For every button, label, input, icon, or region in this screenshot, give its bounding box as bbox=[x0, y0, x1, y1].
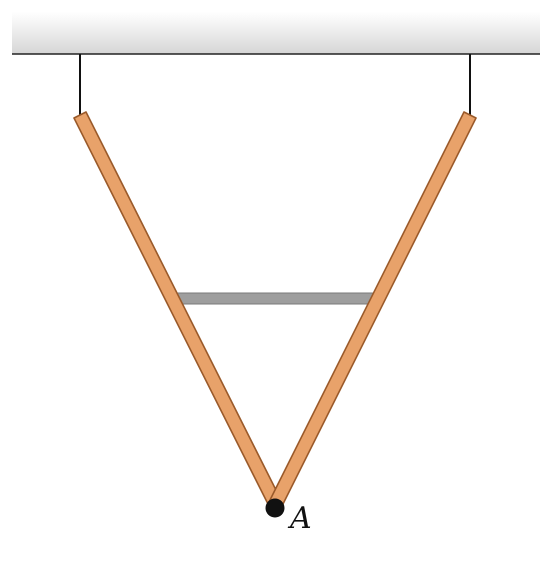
ceiling bbox=[12, 12, 540, 54]
left-rod bbox=[73, 111, 284, 511]
crossbar bbox=[169, 292, 383, 305]
right-rod bbox=[267, 111, 477, 511]
pivot-label: A bbox=[287, 501, 312, 536]
pivot-point bbox=[265, 498, 285, 518]
